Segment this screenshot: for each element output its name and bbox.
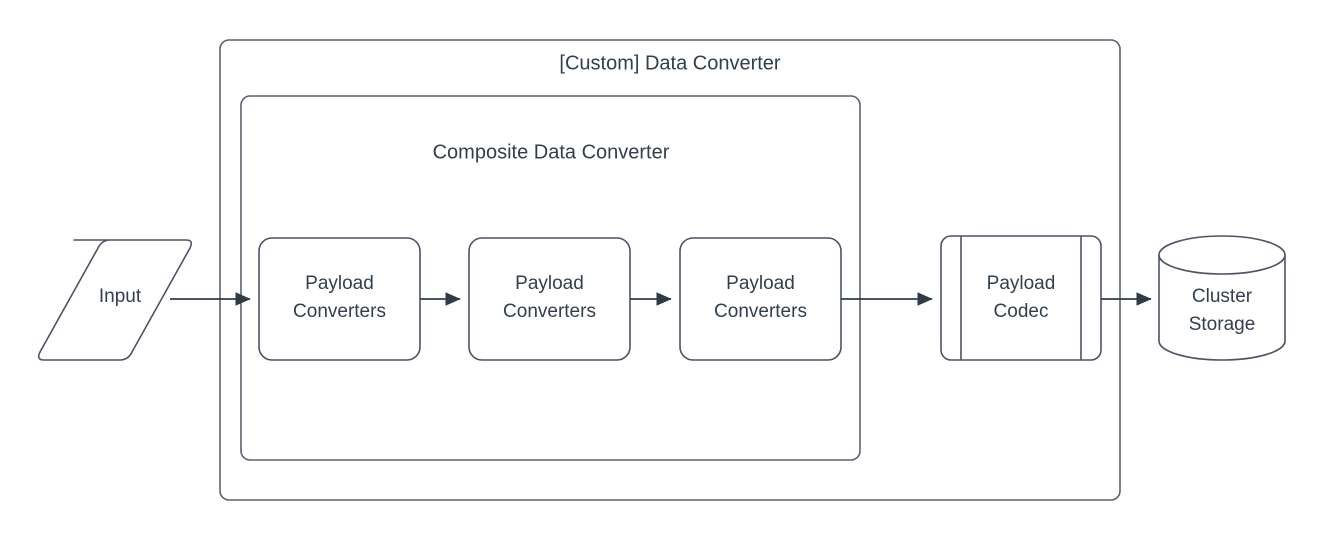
payload-converters-1-label-line1: Payload [305, 273, 374, 294]
cluster-storage-label-line1: Cluster [1192, 286, 1253, 307]
custom-data-converter-label: [Custom] Data Converter [559, 52, 781, 74]
node-payload-converters-3[interactable]: Payload Converters [679, 237, 842, 361]
payload-converters-3-label-line2: Converters [714, 301, 807, 322]
node-cluster-storage[interactable]: Cluster Storage [1158, 235, 1286, 361]
payload-codec-label-line2: Codec [994, 301, 1049, 322]
node-payload-converters-1[interactable]: Payload Converters [258, 237, 421, 361]
cluster-storage-top-ellipse [1158, 235, 1286, 275]
custom-data-converter-box[interactable] [219, 39, 1121, 501]
container-custom-data-converter[interactable]: [Custom] Data Converter [219, 39, 1121, 501]
cluster-storage-body[interactable] [1158, 254, 1286, 361]
payload-converters-2-shape[interactable] [468, 237, 631, 361]
input-label: Input [99, 286, 142, 307]
cluster-storage-label-line2: Storage [1189, 314, 1256, 335]
payload-codec-label-line1: Payload [987, 273, 1056, 294]
node-payload-converters-2[interactable]: Payload Converters [468, 237, 631, 361]
payload-converters-2-label-line2: Converters [503, 301, 596, 322]
composite-data-converter-label: Composite Data Converter [433, 141, 670, 163]
payload-converters-3-label-line1: Payload [726, 273, 795, 294]
composite-data-converter-box[interactable] [240, 95, 861, 461]
payload-converters-3-shape[interactable] [679, 237, 842, 361]
container-composite-data-converter[interactable]: Composite Data Converter [240, 95, 861, 461]
node-payload-codec[interactable]: Payload Codec [940, 235, 1102, 361]
payload-converters-2-label-line1: Payload [515, 273, 584, 294]
payload-codec-shape[interactable] [940, 235, 1102, 361]
payload-converters-1-label-line2: Converters [293, 301, 386, 322]
node-input[interactable]: Input [37, 239, 193, 361]
payload-converters-1-shape[interactable] [258, 237, 421, 361]
input-shape[interactable] [37, 239, 193, 361]
